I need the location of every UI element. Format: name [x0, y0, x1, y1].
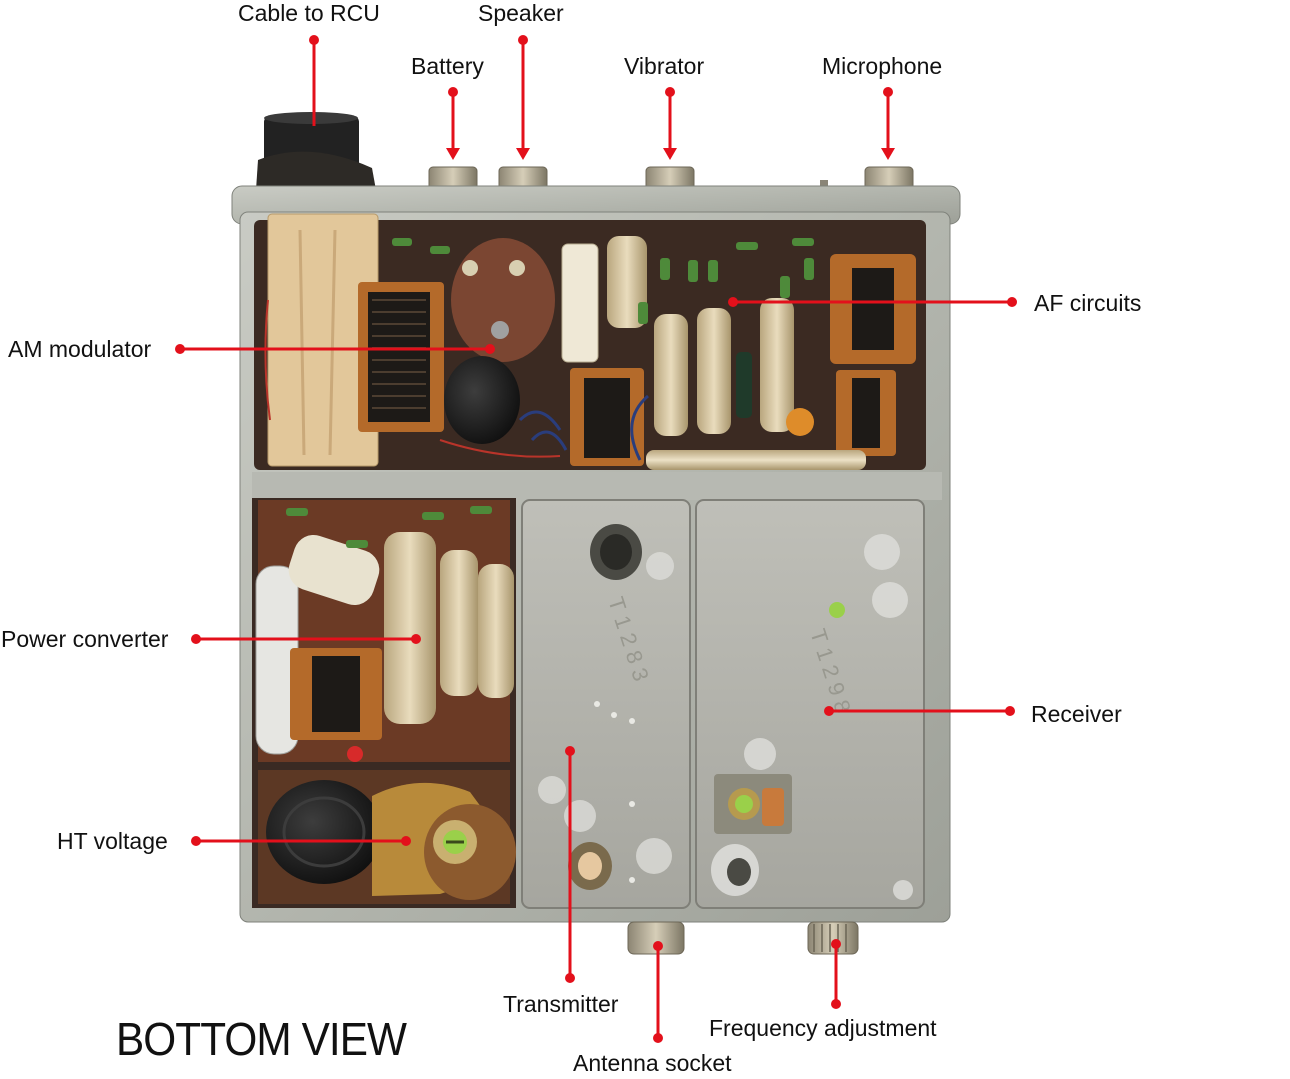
antenna-socket-callout	[653, 941, 663, 1043]
label-cable-to-rcu: Cable to RCU	[238, 0, 380, 26]
cable-callout	[309, 35, 319, 126]
receiver-callout	[824, 706, 1015, 716]
am-modulator-callout	[175, 344, 495, 354]
power-converter-callout	[191, 634, 421, 644]
power-converter-components	[255, 506, 514, 762]
ht-voltage-components	[266, 780, 516, 900]
label-frequency-adjustment: Frequency adjustment	[709, 1015, 937, 1041]
label-am-modulator: AM modulator	[8, 336, 152, 362]
receiver-box: Т 1 2 9 8	[695, 499, 925, 909]
callout-lines	[175, 35, 1017, 1043]
bottom-connectors	[627, 921, 859, 955]
modulator-pcb	[451, 238, 555, 362]
transmitter-box: Т 1 2 8 3	[521, 499, 691, 909]
label-receiver: Receiver	[1031, 701, 1122, 727]
vibrator-callout	[663, 87, 677, 160]
af-section-components	[264, 213, 916, 470]
label-antenna-socket: Antenna socket	[573, 1050, 732, 1076]
battery-callout	[446, 87, 460, 160]
ht-capacitor	[266, 780, 382, 884]
speaker-callout	[516, 35, 530, 160]
label-microphone: Microphone	[822, 53, 943, 79]
label-ht-voltage: HT voltage	[57, 828, 168, 854]
glass-tube	[561, 243, 599, 363]
cable-to-rcu-plug	[256, 112, 376, 190]
label-transmitter: Transmitter	[503, 991, 619, 1017]
label-af-circuits: AF circuits	[1034, 290, 1142, 316]
ht-voltage-callout	[191, 836, 411, 846]
transmitter-callout	[565, 746, 575, 983]
label-speaker: Speaker	[478, 0, 564, 26]
view-title: BOTTOM VIEW	[116, 1013, 407, 1065]
label-vibrator: Vibrator	[624, 53, 705, 79]
frequency-adjustment-callout	[831, 939, 841, 1009]
antenna-socket-connector	[627, 921, 685, 955]
af-circuits-callout	[728, 297, 1017, 307]
microphone-callout	[881, 87, 895, 160]
label-battery: Battery	[411, 53, 484, 79]
label-power-converter: Power converter	[1, 626, 169, 652]
frequency-adjustment-knob	[807, 921, 859, 955]
black-capacitor	[444, 356, 520, 444]
